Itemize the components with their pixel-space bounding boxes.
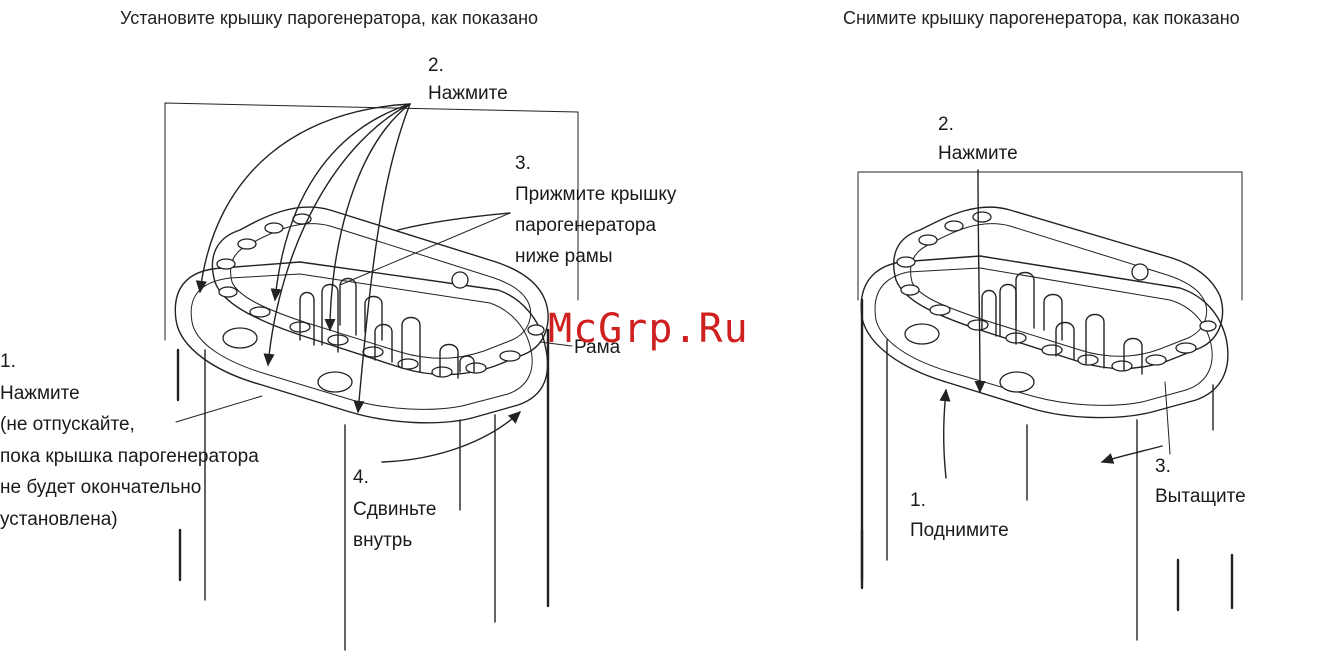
right-heating-elements [981,271,1143,375]
right-back-panel [857,171,1243,301]
watermark: McGrp.Ru [548,306,749,352]
right-callout-pull-out: 3. Вытащите [1155,456,1246,507]
right-heater [857,169,1243,641]
left-lid-ring [211,206,549,376]
left-callout-press-top: 2. Нажмите [428,55,508,104]
left-heating-elements [299,277,475,379]
right-frame-outer [860,255,1229,419]
left-callout-hold: 1. Нажмите (не отпускайте, пока крышка п… [0,351,259,530]
right-lid-ring [893,206,1224,370]
left-callout-frame: Рама [574,337,621,358]
left-heater [164,102,579,651]
left-callout-slide-in: 4. Сдвиньте внутрь [353,467,437,551]
right-panel-title: Снимите крышку парогенератора, как показ… [843,8,1240,28]
left-back-panel [164,102,579,341]
right-callout-press-top: 2. Нажмите [938,114,1018,164]
left-callout-press-lid: 3. Прижмите крышку парогенератора ниже р… [515,153,677,267]
right-callout-lift: 1. Поднимите [910,490,1009,541]
left-panel-title: Установите крышку парогенератора, как по… [120,8,539,28]
